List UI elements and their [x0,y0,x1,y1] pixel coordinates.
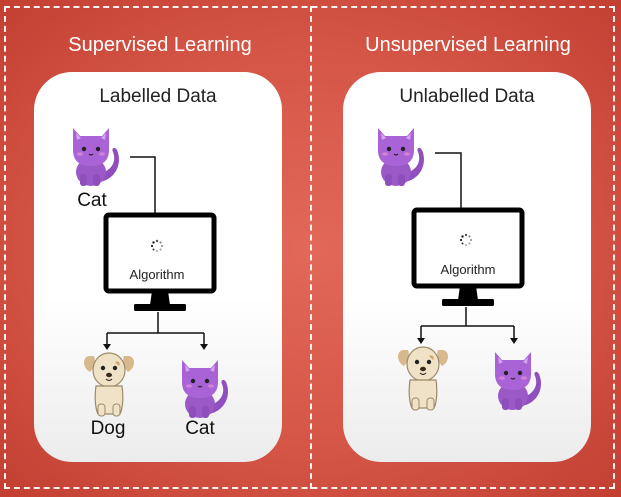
output-cat-label: Cat [185,418,215,439]
supervised-title: Supervised Learning [68,34,252,56]
output-cat-icon [181,359,229,419]
output-dog-icon [83,352,135,417]
right-monitor-icon [414,210,522,306]
unsupervised-title: Unsupervised Learning [365,34,571,56]
dashed-divider [310,6,312,489]
input-connector [130,156,156,213]
unlabelled-connector [435,152,462,208]
left-output-connector [106,312,205,348]
unlabelled-output-cat-icon [494,351,542,411]
output-dog-label: Dog [90,418,126,439]
left-algorithm-label: Algorithm [130,267,185,282]
left-monitor-icon [106,215,214,311]
right-algorithm-label: Algorithm [441,262,496,277]
labelled-data-title: Labelled Data [99,86,217,107]
unlabelled-data-title: Unlabelled Data [399,86,535,107]
input-cat-label: Cat [77,190,107,211]
input-cat-icon [72,127,120,187]
unlabelled-dog-icon [397,346,449,411]
right-output-connector [420,307,515,342]
dashed-frame [4,6,615,489]
unlabelled-cat-icon [377,127,425,187]
